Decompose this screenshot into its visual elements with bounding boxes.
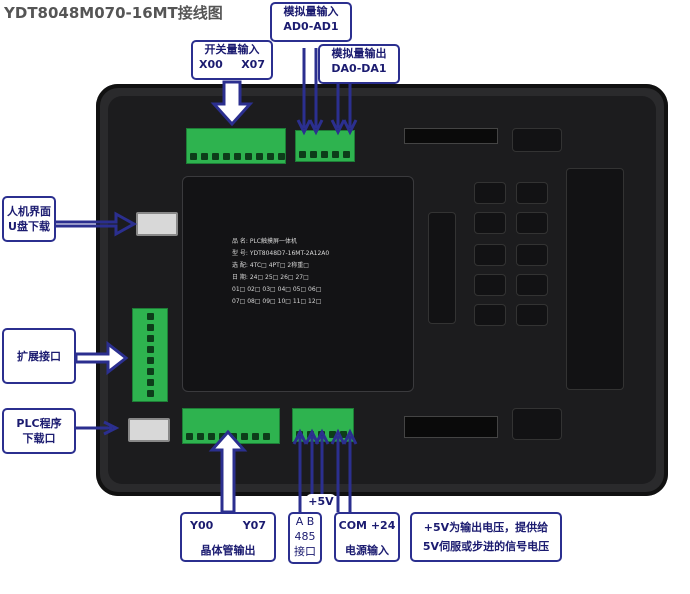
terminal-block-expansion [132,308,168,402]
analog-output-title: 模拟量输出 [331,47,387,60]
terminal-screw [147,357,154,364]
chip-grid-10 [516,304,548,326]
terminal-screw [197,433,204,440]
terminal-screw [267,153,274,160]
terminal-screw [321,151,328,158]
sticker-row2: 07□ 08□ 09□ 10□ 11□ 12□ [232,298,322,305]
terminal-screw [310,151,317,158]
terminal-screw [201,153,208,160]
terminal-screw [343,151,350,158]
chip-grid-7 [474,274,506,296]
plus5v-text: +5V [308,495,334,508]
label-expansion: 扩展接口 [2,328,76,384]
expansion-title: 扩展接口 [17,350,61,363]
chip-grid-6 [516,244,548,266]
terminal-block-x [186,128,286,164]
label-plc-program: PLC程序 下载口 [2,408,76,454]
analog-input-range: AD0-AD1 [283,20,339,33]
slot-2 [404,416,498,438]
switch-input-title: 开关量输入 [204,43,260,56]
label-power-input: COM +24 电源输入 [334,512,400,562]
terminal-block-y [182,408,280,444]
terminal-screw [278,153,285,160]
terminal-screw [190,153,197,160]
power-terminals: COM +24 [338,519,396,532]
terminal-block-ad [295,130,355,162]
terminal-screw [256,153,263,160]
switch-input-range: X00 X07 [193,57,271,72]
chip-grid-5 [474,244,506,266]
terminal-screw [147,390,154,397]
plc-program-line2: 下载口 [22,432,56,445]
switch-input-left: X00 [199,58,223,71]
rs485-num: 485 [294,530,316,543]
chip-grid-4 [516,212,548,234]
label-hmi-usb: 人机界面 U盘下载 [2,196,56,242]
terminal-screw [147,335,154,342]
terminal-screw [245,153,252,160]
sticker-row1: 01□ 02□ 03□ 04□ 05□ 06□ [232,286,322,293]
terminal-screw [147,379,154,386]
terminal-screw [147,346,154,353]
sticker-options: 选 配: 4TC□ 4PT□ 2称重□ [232,262,309,269]
terminal-screw [340,431,347,438]
terminal-screw [212,153,219,160]
terminal-screw [299,151,306,158]
terminal-screw [332,151,339,158]
hmi-usb-port [136,212,178,236]
label-note: +5V为输出电压，提供给 5V伺服或步进的信号电压 [410,512,562,562]
dip-slot-3 [512,128,562,152]
sticker-model: 型 号: YDT8048D7-16MT-2A12A0 [232,250,330,257]
chip-grid-1 [474,182,506,204]
terminal-screw [252,433,259,440]
plc-program-line1: PLC程序 [16,417,62,430]
chip-grid-2 [516,182,548,204]
dip-slot-2 [566,168,624,390]
terminal-screw [147,324,154,331]
label-transistor-output: Y00 Y07 晶体管输出 [180,512,276,562]
terminal-screw [208,433,215,440]
chip-grid-3 [474,212,506,234]
switch-input-right: X07 [241,58,265,71]
terminal-screw [223,153,230,160]
rs485-title: 接口 [294,545,316,558]
terminal-screw [147,313,154,320]
dip-slot-4 [512,408,562,440]
transistor-right: Y07 [242,519,266,532]
transistor-left: Y00 [190,519,214,532]
terminal-screw [234,153,241,160]
label-rs485: A B 485 接口 [288,512,322,564]
label-switch-input: 开关量输入 X00 X07 [191,40,273,80]
slot-1 [404,128,498,144]
analog-input-title: 模拟量输入 [283,5,339,18]
product-sticker: 品 名: PLC触摸屏一体机 型 号: YDT8048D7-16MT-2A12A… [232,236,360,326]
terminal-screw [186,433,193,440]
terminal-screw [147,368,154,375]
transistor-title: 晶体管输出 [200,544,256,557]
hmi-usb-line1: 人机界面 [7,205,51,218]
power-title: 电源输入 [345,544,389,557]
label-analog-output: 模拟量输出 DA0-DA1 [318,44,400,84]
terminal-screw [263,433,270,440]
sticker-name: 品 名: PLC触摸屏一体机 [232,238,297,245]
chip-grid-9 [474,304,506,326]
label-analog-input: 模拟量输入 AD0-AD1 [270,2,352,42]
dip-slot-1 [428,212,456,324]
plc-usb-port [128,418,170,442]
terminal-screw [241,433,248,440]
sticker-date: 日 期: 24□ 25□ 26□ 27□ [232,274,309,281]
hmi-usb-line2: U盘下载 [8,220,50,233]
chip-grid-8 [516,274,548,296]
label-plus5v: +5V [306,494,336,512]
terminal-screw [329,431,336,438]
analog-output-range: DA0-DA1 [331,62,387,75]
rs485-ab: A B [295,515,315,528]
page-title: YDT8048M070-16MT接线图 [4,4,223,22]
note-line2: 5V伺服或步进的信号电压 [422,540,550,553]
center-cover [182,176,414,392]
transistor-range: Y00 Y07 [182,518,274,533]
note-line1: +5V为输出电压，提供给 [423,521,549,534]
